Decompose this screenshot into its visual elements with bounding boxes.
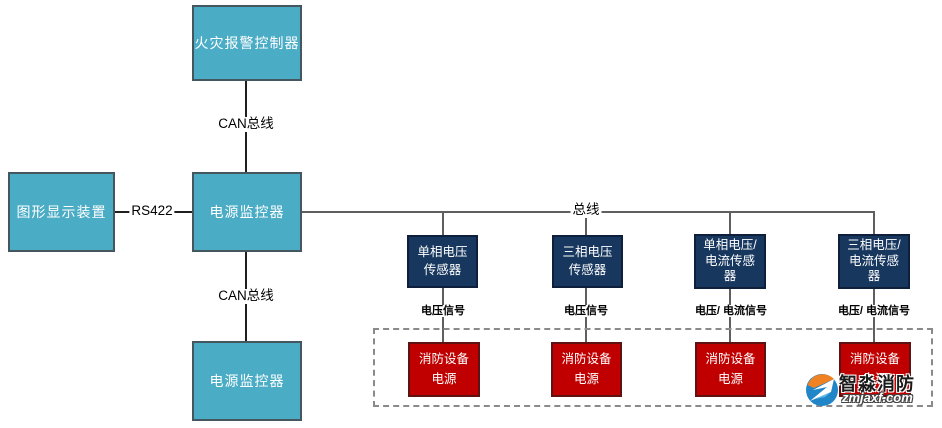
watermark: 智淼消防 zmjaxf.com [805, 370, 940, 412]
node-label: 传感器 [423, 262, 462, 277]
fire-power-group-frame [373, 328, 933, 407]
node-label: 三相电压 [562, 245, 613, 259]
node-fire-alarm-controller: 火灾报警控制器 [192, 5, 302, 81]
node-graphic-display-device: 图形显示装置 [8, 172, 115, 252]
node-label: 器 [723, 269, 737, 284]
edge-bus-drop-2 [585, 212, 587, 235]
node-label: 器 [867, 269, 881, 284]
node-power-monitor-main: 电源监控器 [192, 172, 302, 252]
node-label: 电流传感 [848, 253, 899, 268]
node-fire-equipment-power-4: 消防设备 电源 [839, 342, 911, 397]
node-label: 电源 [573, 371, 599, 386]
node-fire-equipment-power-3: 消防设备 电源 [695, 342, 766, 397]
node-sensor-single-phase-voltage-current: 单相电压/ 电流传感 器 [694, 234, 766, 289]
watermark-logo-icon [806, 374, 838, 406]
node-power-monitor-secondary: 电源监控器 [192, 341, 302, 421]
edge-bus-drop-3 [729, 212, 731, 235]
node-label: 电流传感 [704, 253, 755, 268]
watermark-url-text: zmjaxf.com [842, 390, 913, 405]
node-label: 三相电压/ [847, 238, 901, 253]
node-fire-equipment-power-2: 消防设备 电源 [551, 342, 622, 397]
node-label: 电源监控器 [209, 373, 285, 389]
node-label: 单相电压/ [703, 238, 757, 253]
node-label: 传感器 [568, 262, 607, 277]
edge-label-rs422: RS422 [129, 203, 175, 219]
node-sensor-single-phase-voltage: 单相电压 传感器 [407, 235, 478, 288]
edge-label-voltage-current-signal-4: 电压/ 电流信号 [837, 305, 911, 318]
watermark-brand-text: 智淼消防 [839, 374, 915, 394]
node-label: 电源 [862, 371, 888, 386]
node-fire-equipment-power-1: 消防设备 电源 [408, 342, 480, 397]
edge-label-can-bus-bottom: CAN总线 [216, 288, 276, 304]
node-label: 图形显示装置 [16, 204, 107, 220]
node-label: 电源 [431, 371, 457, 386]
node-sensor-three-phase-voltage-current: 三相电压/ 电流传感 器 [838, 234, 910, 289]
node-label: 消防设备 [705, 352, 756, 367]
node-label: 消防设备 [418, 352, 469, 367]
edge-bus-drop-1 [442, 212, 444, 235]
edge-bus-drop-4 [873, 212, 875, 235]
node-label: 消防设备 [561, 352, 612, 367]
edge-label-voltage-signal-1: 电压信号 [421, 305, 465, 318]
edge-label-can-bus-top: CAN总线 [216, 116, 276, 132]
node-label: 火灾报警控制器 [194, 35, 300, 51]
node-label: 单相电压 [417, 245, 468, 259]
node-label: 消防设备 [849, 352, 900, 367]
edge-label-voltage-signal-2: 电压信号 [564, 305, 608, 318]
edge-label-voltage-current-signal-3: 电压/ 电流信号 [694, 305, 768, 318]
node-label: 电源 [717, 371, 743, 386]
node-sensor-three-phase-voltage: 三相电压 传感器 [552, 235, 623, 288]
node-label: 电源监控器 [209, 204, 285, 220]
edge-label-bus: 总线 [570, 202, 602, 218]
